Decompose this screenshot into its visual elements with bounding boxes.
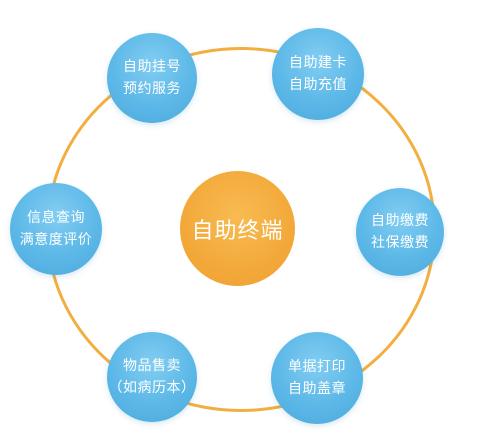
node-inquiry-line1: 信息查询 — [27, 210, 85, 226]
node-card-line1: 自助建卡 — [289, 55, 347, 71]
node-items-line1: 物品售卖 — [123, 358, 181, 374]
node-inquiry: 信息查询 满意度评价 — [10, 183, 102, 275]
node-printing-line1: 单据打印 — [288, 359, 346, 375]
node-payment-line2: 社保缴费 — [371, 235, 429, 251]
node-payment: 自助缴费 社保缴费 — [356, 188, 444, 276]
node-items: 物品售卖 （如病历本） — [107, 332, 197, 422]
center-label: 自助终端 — [191, 218, 284, 244]
node-printing: 单据打印 自助盖章 — [271, 332, 363, 424]
node-printing-line2: 自助盖章 — [288, 381, 346, 397]
node-card: 自助建卡 自助充值 — [272, 28, 364, 120]
node-payment-line1: 自助缴费 — [371, 213, 429, 229]
node-inquiry-line2: 满意度评价 — [19, 232, 93, 248]
node-registration: 自助挂号 预约服务 — [107, 33, 197, 123]
node-items-line2: （如病历本） — [108, 380, 196, 396]
node-card-line2: 自助充值 — [289, 77, 347, 93]
node-registration-line1: 自助挂号 — [123, 59, 181, 75]
center-node: 自助终端 — [180, 171, 295, 286]
node-registration-line2: 预约服务 — [123, 81, 181, 97]
